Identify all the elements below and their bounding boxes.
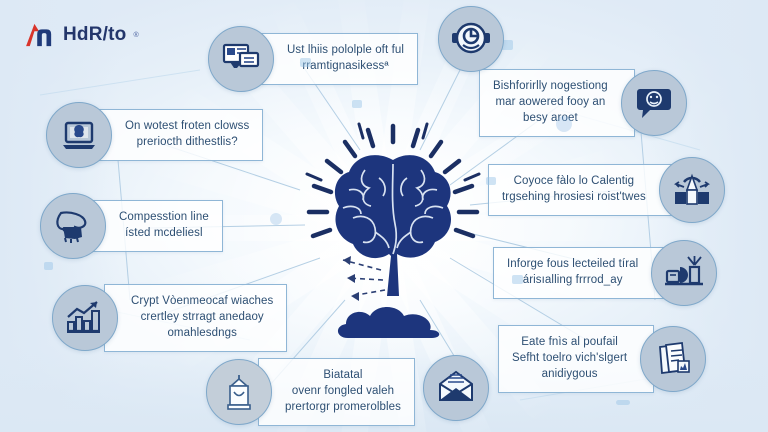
decor-mote [270,213,282,225]
brain-icon [305,122,481,301]
speech-bubble-icon [620,69,687,136]
node-bottom-right[interactable] [423,355,489,421]
decor-chip [616,400,630,405]
decor-mote [556,116,572,132]
decor-chip [512,275,523,284]
decor-chip [486,177,496,185]
boot-shoe-icon [40,193,106,259]
brand-logo: HdR/to ® [24,22,139,48]
brain-base-cloud [337,307,440,338]
growth-chart-icon [52,284,118,351]
decor-chip [300,58,311,67]
decor-chip [352,100,362,108]
open-envelope-icon [423,355,489,421]
brand-name: HdR/to [63,24,127,45]
logo-mark-icon [26,23,52,47]
decor-chip [44,262,53,270]
documents-stack-icon [640,325,707,392]
decor-chip [501,40,513,50]
laptop-brain-icon [46,102,112,168]
robot-head-icon [438,6,504,72]
brand-trademark: ® [133,31,139,39]
podium-chart-icon [651,240,718,306]
monitor-document-icon [208,26,274,92]
lantern-icon [206,358,272,425]
central-brain-graphic [303,120,483,310]
node-top-right-circle[interactable] [438,6,504,72]
lighthouse-arrows-icon [658,157,725,223]
